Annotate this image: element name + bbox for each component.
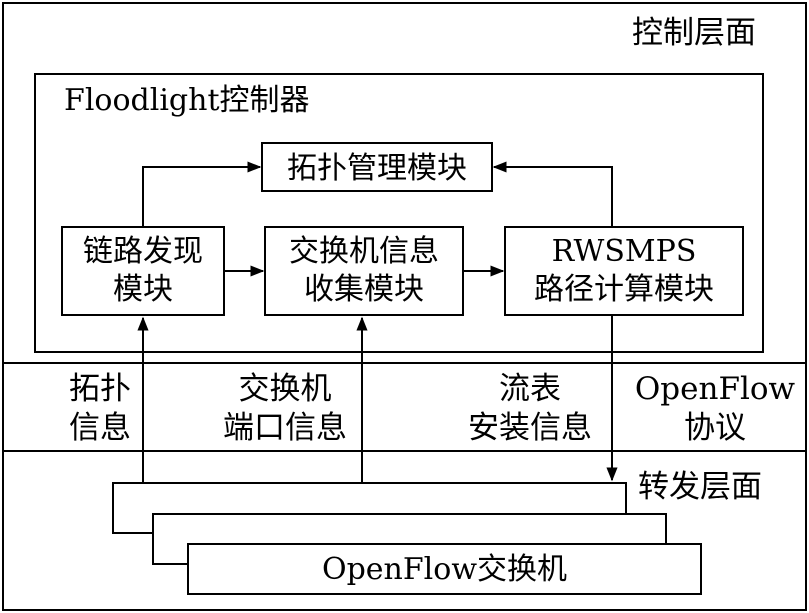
switch-stack-front bbox=[187, 543, 702, 595]
link-discovery-line-1: 链路发现 bbox=[83, 234, 203, 269]
arrow-link-to-topology bbox=[142, 161, 262, 227]
topology-info-label: 拓扑 信息 bbox=[62, 370, 138, 448]
link-discovery-module-label: 链路发现 模块 bbox=[62, 233, 224, 308]
switch-info-line-1: 交换机信息 bbox=[289, 234, 439, 269]
protocol-line-1: OpenFlow bbox=[634, 371, 796, 407]
flow-install-info-line-2: 安装信息 bbox=[468, 409, 592, 446]
link-discovery-line-2: 模块 bbox=[113, 271, 173, 307]
switch-port-info-line-2: 端口信息 bbox=[223, 409, 347, 446]
control-layer-label: 控制层面 bbox=[632, 15, 756, 51]
switch-info-module-label: 交换机信息 收集模块 bbox=[265, 233, 463, 308]
topology-info-line-1: 拓扑 bbox=[69, 371, 131, 407]
flow-install-info-label: 流表 安装信息 bbox=[455, 370, 605, 448]
topology-module-box bbox=[261, 142, 493, 192]
switch-port-info-label: 交换机 端口信息 bbox=[210, 370, 360, 448]
rwsmps-line-2: 路径计算模块 bbox=[534, 271, 714, 307]
arrow-rwsmps-to-topology bbox=[492, 161, 613, 227]
flow-install-info-line-1: 流表 bbox=[499, 371, 561, 407]
rwsmps-line-1: RWSMPS bbox=[551, 234, 697, 269]
switch-info-line-2: 收集模块 bbox=[304, 271, 424, 307]
openflow-switch-label: OpenFlow交换机 bbox=[321, 552, 568, 587]
rwsmps-module-label: RWSMPS 路径计算模块 bbox=[505, 233, 743, 308]
protocol-layer-label: OpenFlow 协议 bbox=[630, 370, 800, 448]
topology-module-label: 拓扑管理模块 bbox=[287, 151, 467, 186]
protocol-line-2: 协议 bbox=[684, 409, 746, 446]
rwsmps-module-box bbox=[504, 226, 744, 316]
topology-info-line-2: 信息 bbox=[69, 409, 131, 446]
forwarding-layer-label: 转发层面 bbox=[638, 469, 762, 505]
switch-port-info-line-1: 交换机 bbox=[238, 371, 332, 407]
controller-title: Floodlight控制器 bbox=[64, 83, 310, 118]
controller-box bbox=[34, 73, 764, 353]
switch-info-module-box bbox=[264, 226, 464, 316]
